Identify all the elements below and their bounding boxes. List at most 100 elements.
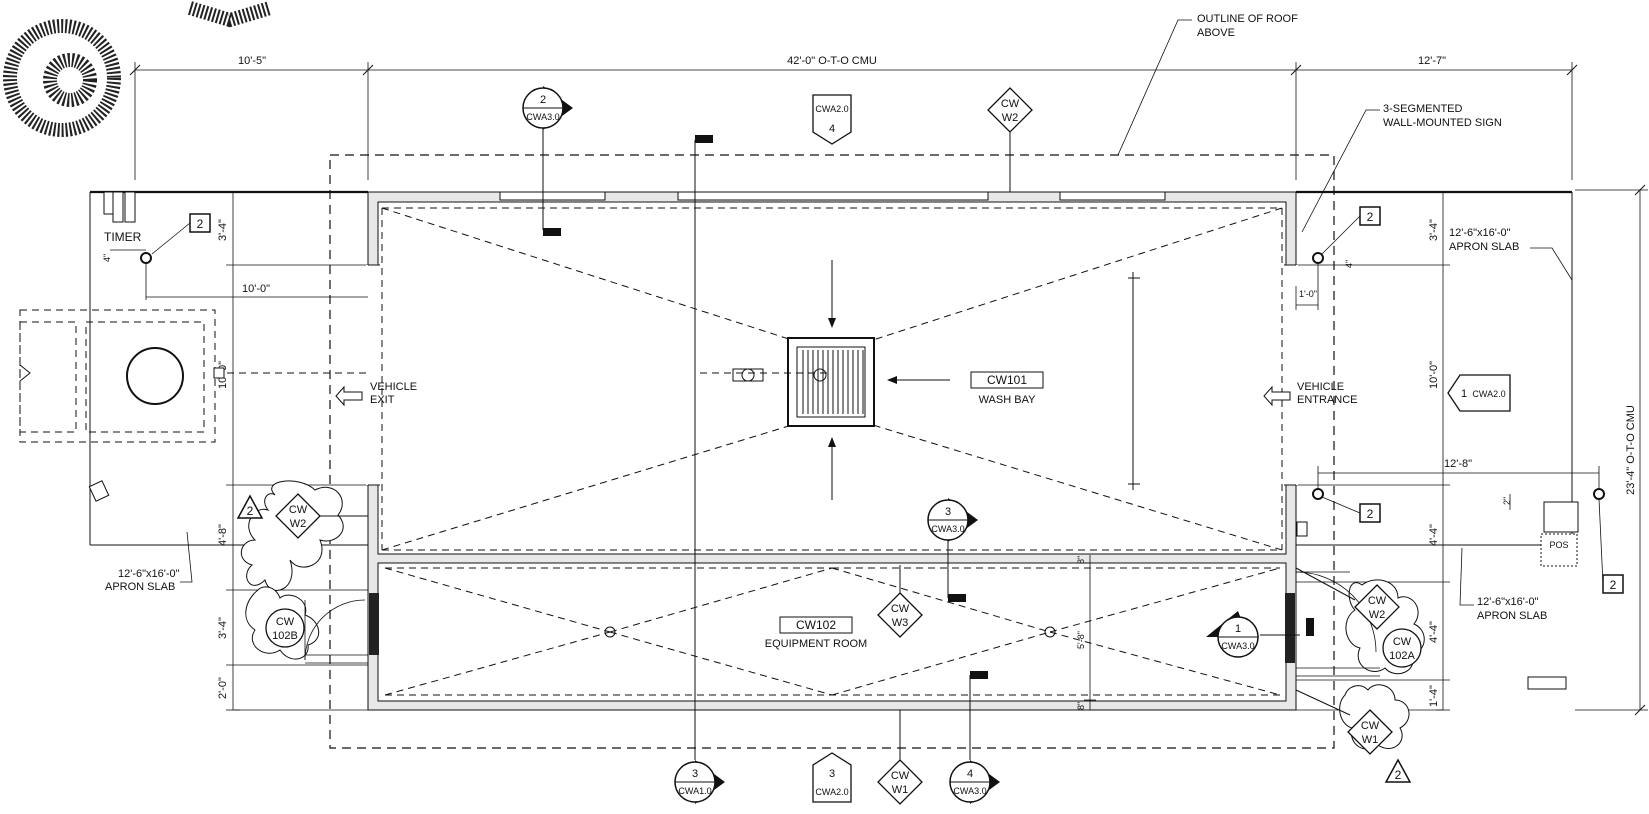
left-site-elements: TIMER 10'-0" 4" [19,191,368,664]
door-tag-line1: CW [276,616,295,628]
svg-text:4": 4" [102,254,112,262]
wall-tag-line1: CW [891,770,910,782]
svg-text:12'-6"x16'-0": 12'-6"x16'-0" [118,568,180,580]
room-tag-cw102: CW102 [796,618,836,632]
section-marker-sheet: CWA3.0 [1221,641,1254,651]
wall-tag-line2: W1 [1362,734,1379,746]
equipment-room-dimensions: 8" 5'-8" 8" [1076,555,1096,710]
svg-text:2: 2 [1610,578,1617,592]
section-marker-number: 2 [540,94,546,106]
section-marker-sheet: CWA1.0 [678,786,711,796]
svg-text:2: 2 [1367,210,1374,224]
svg-text:2": 2" [1502,497,1512,505]
svg-text:WALL-MOUNTED SIGN: WALL-MOUNTED SIGN [1383,117,1502,129]
vehicle-exit-label: VEHICLE EXIT [335,381,417,407]
elevation-marker-sheet: CWA2.0 [815,787,848,797]
section-marker-number: 3 [945,506,951,518]
dim-left-b1: 3'-4" [217,617,229,639]
dim-right-low: 4'-4" [1428,524,1440,546]
room-tag-wash-bay: CW101 WASH BAY [970,371,1044,406]
right-dimension-string: 23'-4" O-T-O CMU [1575,184,1648,716]
svg-text:ABOVE: ABOVE [1197,27,1235,39]
wall-tag-line2: W2 [1369,609,1386,621]
keynote-6: 2 [1384,758,1412,783]
svg-text:8": 8" [1076,556,1086,564]
top-dimension-string: 10'-5" 42'-0" O-T-O CMU 12'-7" [129,55,1578,180]
elevation-marker: 1 CWA2.0 [1447,374,1511,412]
svg-text:APRON SLAB: APRON SLAB [1449,241,1519,253]
elevation-marker-sheet: CWA2.0 [1472,389,1505,399]
door-tag: CW 102A [1382,628,1422,668]
dim-top-right: 12'-7" [1418,55,1446,67]
keynote-1: 2 [151,213,211,255]
wall-tag-line1: CW [1361,720,1380,732]
room-tag-cw101: CW101 [987,373,1027,387]
section-marker-sheet: CWA3.0 [526,112,559,122]
svg-text:4": 4" [1344,260,1354,268]
timer-label: TIMER [104,230,142,244]
elevation-marker-number: 3 [829,768,835,780]
door-tag: CW 102B [265,608,305,648]
door-tag-line2: 102A [1389,650,1415,662]
room-name-equipment: EQUIPMENT ROOM [765,638,867,650]
wall-type-tag: CW W3 [877,592,923,638]
right-site-elements: 1'-0" 4" 12'-8" 2" POS [1295,252,1605,750]
dim-left-top: 3'-4" [217,219,229,241]
trench-drain [700,260,950,500]
svg-text:8": 8" [1076,702,1086,710]
keynote-5: 2 [236,494,264,519]
wall-tag-line1: CW [891,603,910,615]
svg-text:VEHICLE: VEHICLE [370,381,417,393]
keynote-3: 2 [1321,496,1381,523]
vehicle-entrance-label: VEHICLE ENTRANCE [1263,381,1358,407]
wall-type-tag: CW W2 [275,493,321,539]
wall-type-tag: CW W1 [1347,709,1393,755]
note-apron-top-right: 12'-6"x16'-0" APRON SLAB [1449,227,1573,281]
svg-text:APRON SLAB: APRON SLAB [1477,610,1547,622]
wall-tag-line2: W2 [1002,112,1019,124]
svg-text:2: 2 [1367,507,1374,521]
dim-one-foot: 1'-0" [1299,289,1317,299]
door-tag-line2: 102B [272,630,298,642]
floor-slope-lines [381,207,1283,696]
elevation-marker-sheet: CWA2.0 [815,104,848,114]
dim-timer-offset: 10'-0" [242,283,270,295]
dim-right-overall: 23'-4" O-T-O CMU [1625,405,1637,495]
note-apron-bottom-right: 12'-6"x16'-0" APRON SLAB [1459,547,1547,622]
wall-tag-line2: W3 [892,617,909,629]
wall-tag-line1: CW [1001,98,1020,110]
svg-text:2: 2 [1395,768,1402,782]
note-roof-outline: OUTLINE OF ROOF ABOVE [1117,13,1298,156]
watermark [3,1,273,137]
room-name-wash-bay: WASH BAY [979,394,1037,406]
keynote-2: 2 [1321,206,1381,255]
svg-text:EXIT: EXIT [370,394,395,406]
dim-right-mid: 10'-0" [1428,361,1440,389]
elevation-marker-number: 1 [1461,388,1467,400]
section-marker-number: 4 [967,768,973,780]
dim-right-top: 3'-4" [1428,219,1440,241]
svg-text:OUTLINE OF ROOF: OUTLINE OF ROOF [1197,13,1298,25]
dim-right-b1: 4'-4" [1428,621,1440,643]
door-tag-line1: CW [1393,636,1412,648]
dim-top-left: 10'-5" [238,55,266,67]
pos-label: POS [1549,540,1568,550]
section-marker-number: 3 [692,768,698,780]
wall-tag-line2: W2 [290,518,307,530]
dim-left-b2: 2'-0" [217,677,229,699]
note-wall-mounted-sign: 3-SEGMENTED WALL-MOUNTED SIGN [1301,103,1502,233]
section-marker-sheet: CWA3.0 [953,786,986,796]
svg-text:APRON SLAB: APRON SLAB [105,581,175,593]
wall-tag-line1: CW [289,504,308,516]
